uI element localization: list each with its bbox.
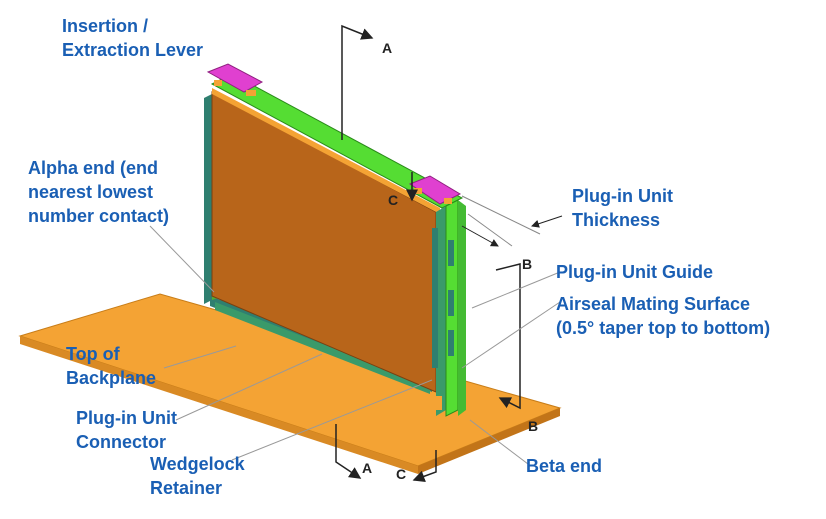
plug-in-unit-card <box>211 88 440 393</box>
alpha-end-line-3: number contact) <box>28 206 170 226</box>
section-line-b <box>495 263 521 410</box>
section-line-a-top <box>341 24 374 140</box>
section-mark-a-top: A <box>382 40 393 56</box>
thickness-dimension <box>461 195 563 247</box>
airseal-label: Airseal Mating Surface (0.5° taper top t… <box>556 292 770 340</box>
wedgelock-line-2: Retainer <box>150 478 223 498</box>
connector-label: Plug-in Unit Connector <box>76 406 177 454</box>
section-mark-c-bottom: C <box>396 466 407 482</box>
section-mark-c-top: C <box>388 192 399 208</box>
backplane-line-1: Top of <box>66 344 120 364</box>
wedgelock-line-1: Wedgelock <box>150 454 245 474</box>
plug-in-unit-guide <box>432 199 466 417</box>
airseal-line-2: (0.5° taper top to bottom) <box>556 318 771 338</box>
airseal-line-1: Airseal Mating Surface <box>556 294 751 314</box>
insertion-lever-line-2: Extraction Lever <box>62 40 204 60</box>
insertion-extraction-lever-label: Insertion / Extraction Lever <box>62 14 203 62</box>
section-line-a-bottom <box>335 424 362 479</box>
backplane-line-2: Backplane <box>66 368 157 388</box>
insertion-extraction-lever-bottom <box>408 175 462 205</box>
insertion-lever-line-1: Insertion / <box>62 16 149 36</box>
backplane <box>18 293 562 474</box>
plug-in-unit-connector <box>210 296 432 394</box>
section-mark-b-top: B <box>522 256 533 272</box>
guide-label: Plug-in Unit Guide <box>556 262 713 282</box>
wedgelock-label: Wedgelock Retainer <box>150 452 245 500</box>
connector-line-2: Connector <box>76 432 166 452</box>
leader-lines <box>149 225 561 465</box>
alpha-end-label: Alpha end (end nearest lowest number con… <box>28 156 169 228</box>
thickness-label: Plug-in Unit Thickness <box>572 184 673 232</box>
alpha-end-line-1: Alpha end (end <box>28 158 158 178</box>
backplane-label: Top of Backplane <box>66 342 156 390</box>
beta-end-label: Beta end <box>526 456 603 476</box>
thickness-line-1: Plug-in Unit <box>572 186 673 206</box>
insertion-extraction-lever-top <box>206 63 264 96</box>
section-line-c <box>406 172 437 483</box>
thickness-line-2: Thickness <box>572 210 661 230</box>
connector-line-1: Plug-in Unit <box>76 408 177 428</box>
alpha-end-line-2: nearest lowest <box>28 182 154 202</box>
section-mark-a-bottom: A <box>362 460 373 476</box>
section-mark-b-bottom: B <box>528 418 539 434</box>
